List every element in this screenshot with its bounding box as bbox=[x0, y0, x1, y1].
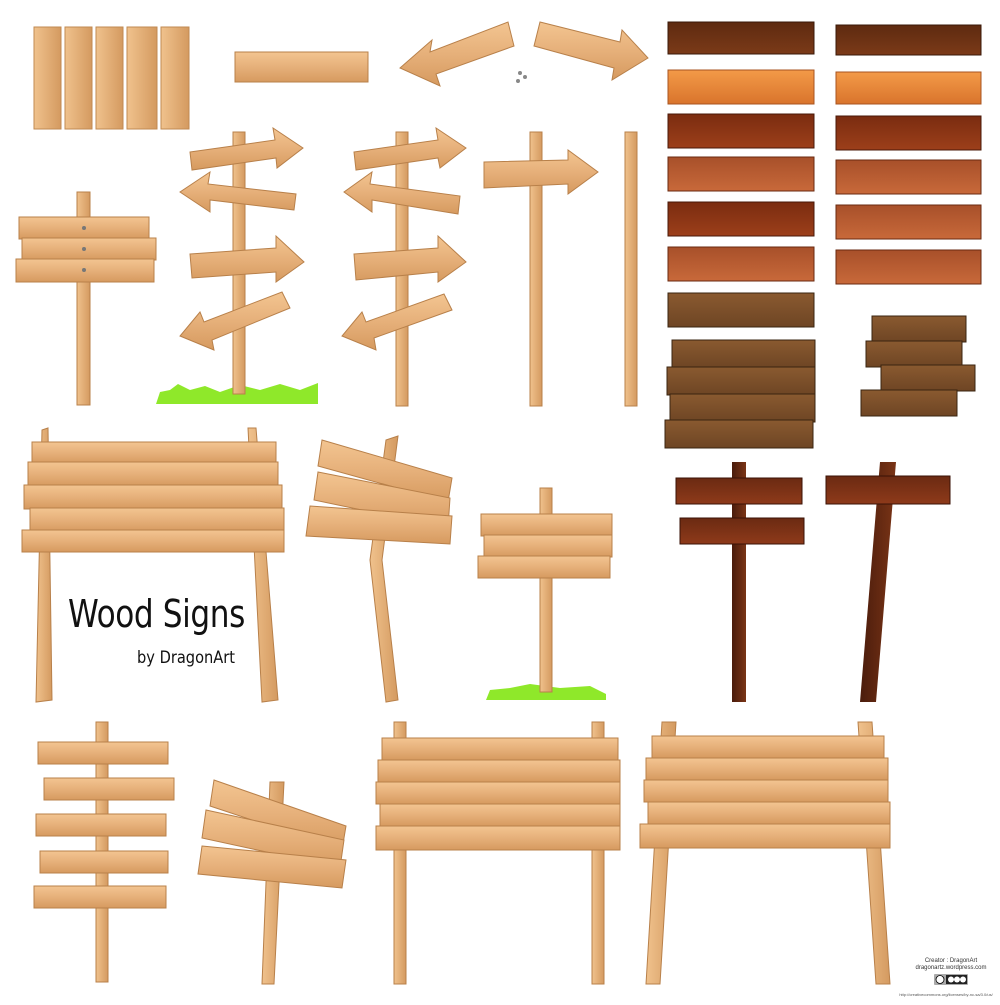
billboard-sign-center bbox=[375, 721, 621, 985]
colored-planks-collection bbox=[667, 21, 982, 328]
arrow-left-sign bbox=[399, 21, 515, 87]
dark-single-sign bbox=[825, 462, 951, 702]
small-signpost-with-grass bbox=[477, 487, 613, 700]
vertical-planks-set bbox=[33, 26, 190, 130]
arrow-right-sign bbox=[533, 21, 649, 81]
dark-double-sign bbox=[675, 462, 805, 702]
single-arrow-post bbox=[483, 131, 599, 407]
five-plank-signpost bbox=[33, 721, 175, 983]
direction-post-with-grass bbox=[156, 126, 318, 404]
page-title: Wood Signs bbox=[68, 592, 245, 636]
small-stacked-planks bbox=[860, 315, 976, 417]
single-plank bbox=[234, 51, 369, 83]
license-url[interactable]: http://creativecommons.org/licenses/by-n… bbox=[899, 992, 993, 997]
tilted-sign-bent-post bbox=[305, 435, 453, 703]
direction-post bbox=[341, 126, 467, 407]
tilted-three-plank-sign bbox=[197, 779, 347, 985]
stacked-brown-planks bbox=[664, 339, 816, 449]
large-billboard-sign bbox=[21, 427, 285, 703]
billboard-sign-right bbox=[639, 721, 891, 985]
page-subtitle: by DragonArt bbox=[137, 648, 236, 668]
top-row-elements bbox=[33, 21, 649, 130]
bare-post bbox=[624, 131, 638, 407]
signpost-three-planks bbox=[15, 191, 157, 406]
website-credit[interactable]: dragonartz.wordpress.com bbox=[915, 965, 987, 971]
creative-commons-license-icon bbox=[934, 974, 968, 985]
creator-credit: Creator : DragonArt bbox=[924, 958, 978, 964]
credits-block: Creator : DragonArt dragonartz.wordpress… bbox=[899, 958, 997, 997]
